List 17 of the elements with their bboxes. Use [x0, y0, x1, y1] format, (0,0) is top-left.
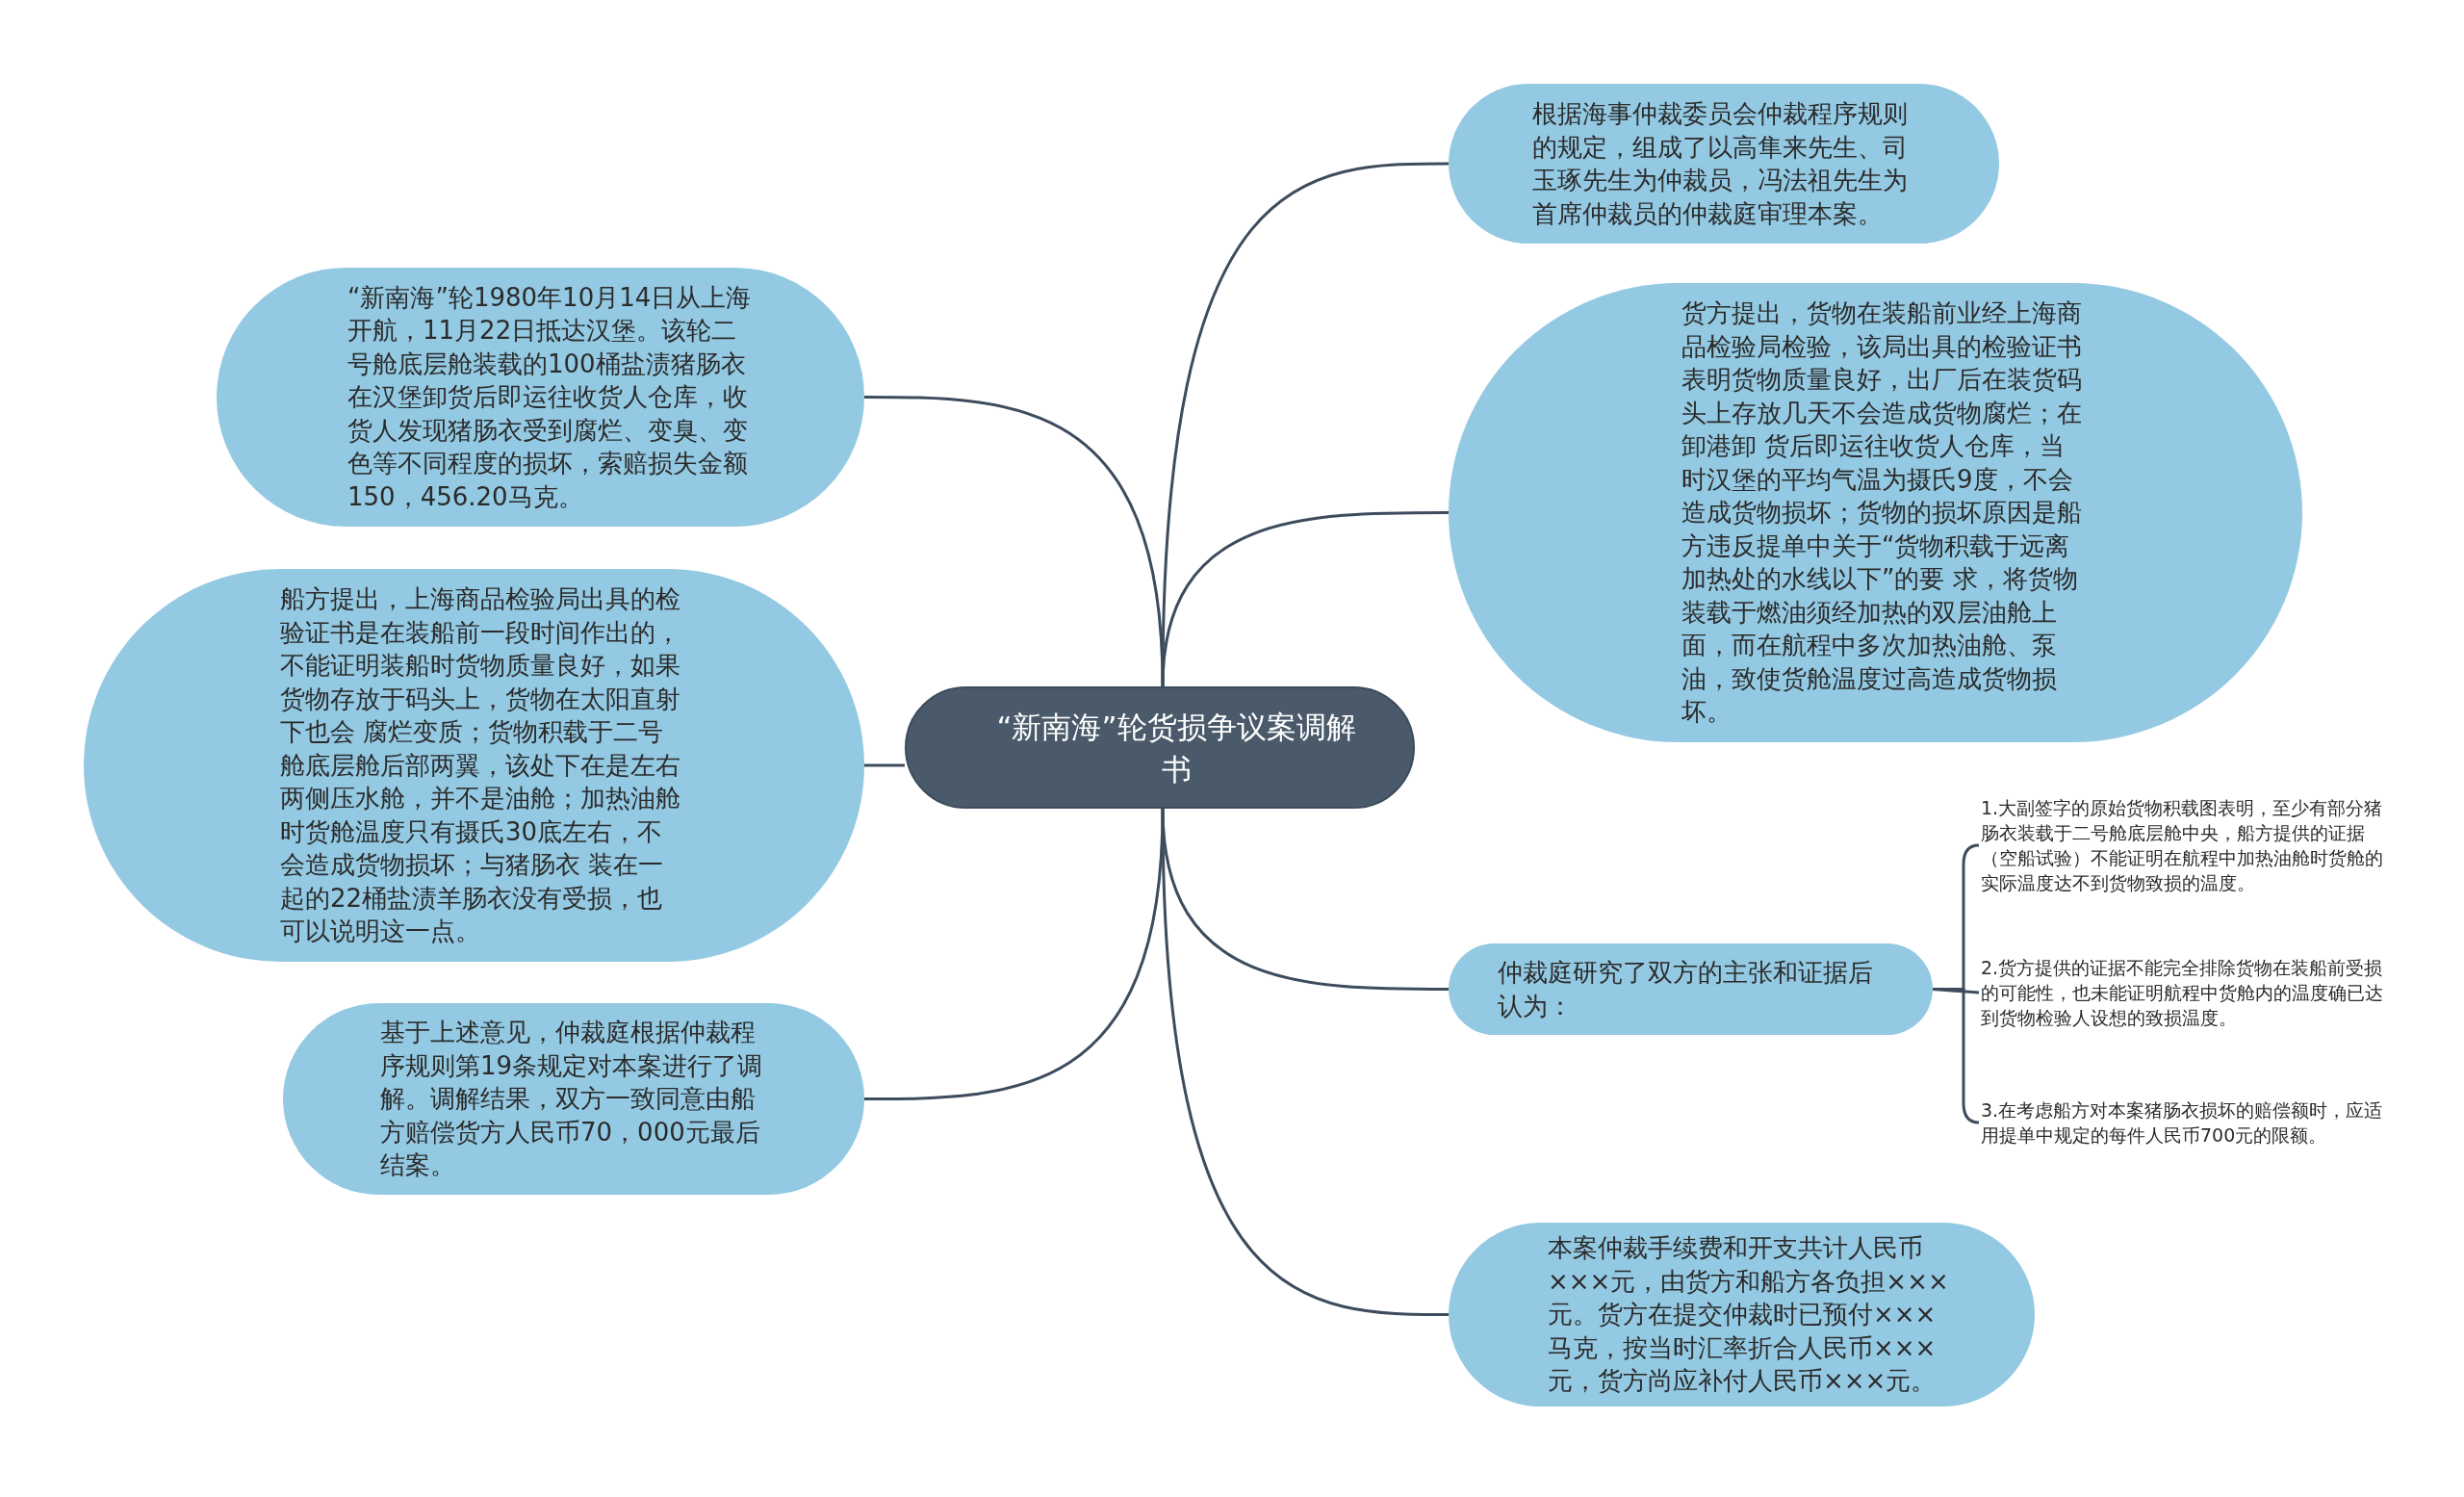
note-text: 3.在考虑船方对本案猪肠衣损坏的赔偿额时，应适用提单中规定的每件人民币700元的限额。	[1981, 1097, 2385, 1148]
connector-line	[1161, 162, 1449, 687]
note-text: 2.货方提供的证据不能完全排除货物在装船前受损的可能性，也未能证明航程中货舱内的温度确已达到货物检验人设想的致损温度。	[1981, 955, 2385, 1030]
note-text: 1.大副签字的原始货物积载图表明，至少有部分猪肠衣装载于二号舱底层舱中央，船方提供的证据（空船试验）不能证明在航程中加热油舱时货舱的实际温度达不到货物致损的温度。	[1981, 795, 2385, 895]
connector-line	[1161, 808, 1449, 1316]
node-text: 仲裁庭研究了双方的主张和证据后认为：	[1498, 957, 1874, 1022]
connector-line	[864, 396, 1165, 687]
node-text: 货方提出，货物在装船前业经上海商品检验局检验，该局出具的检验证书表明货物质量良好，出厂后在装货码头上存放几天不会造成货物腐烂；在卸港卸 货后即运往收货人仓库，当时汉堡的平均气温为摄氏9度，不会造成货物损坏；货物的损坏原因是船方违反提单中关于“货物积载于远离加热处的水线以下”的要 求，将货物装载于燃油须经加热的双层油舱上面，而在航程中多次加热油舱、泵油，致使货舱温度过高造成货物损坏。	[1681, 297, 2083, 729]
node-text: 基于上述意见，仲裁庭根据仲裁程序规则第19条规定对本案进行了调解。调解结果，双方一致同意由船方赔偿货方人民币70，000元最后结案。	[380, 1017, 764, 1182]
node-text: 本案仲裁手续费和开支共计人民币×××元，由货方和船方各负担×××元。货方在提交仲裁时已预付×××马克，按当时汇率折合人民币×××元，货方尚应补付人民币×××元。	[1548, 1232, 1950, 1398]
node-text: 船方提出，上海商品检验局出具的检验证书是在装船前一段时间作出的，不能证明装船时货物质量良好，如果货物存放于码头上，货物在太阳直射下也会 腐烂变质；货物积载于二号舱底层舱后部两翼，该处下在是左右两侧压水舱，并不是油舱；加热油舱时货舱温度只有摄氏30底左右，不会造成货物损坏；与猪肠衣 装在一起的22桶盐渍羊肠衣没有受损，也可以说明这一点。	[280, 583, 681, 948]
node-text: 根据海事仲裁委员会仲裁程序规则的规定，组成了以高隼来先生、司玉琢先生为仲裁员，冯法祖先生为首席仲裁员的仲裁庭审理本案。	[1532, 98, 1909, 230]
topic-title: “新南海”轮货损争议案调解书	[995, 708, 1357, 788]
connector-line	[864, 808, 1165, 1100]
connector-line	[864, 763, 905, 767]
connector-line	[1161, 511, 1449, 687]
node-text: “新南海”轮1980年10月14日从上海开航，11月22日抵达汉堡。该轮二号舱底层舱装载的100桶盐渍猪肠衣在汉堡卸货后即运往收货人仓库，收货人发现猪肠衣受到腐烂、变臭、变色等不同程度的损坏，索赔损失金额150，456.20马克。	[347, 281, 752, 513]
